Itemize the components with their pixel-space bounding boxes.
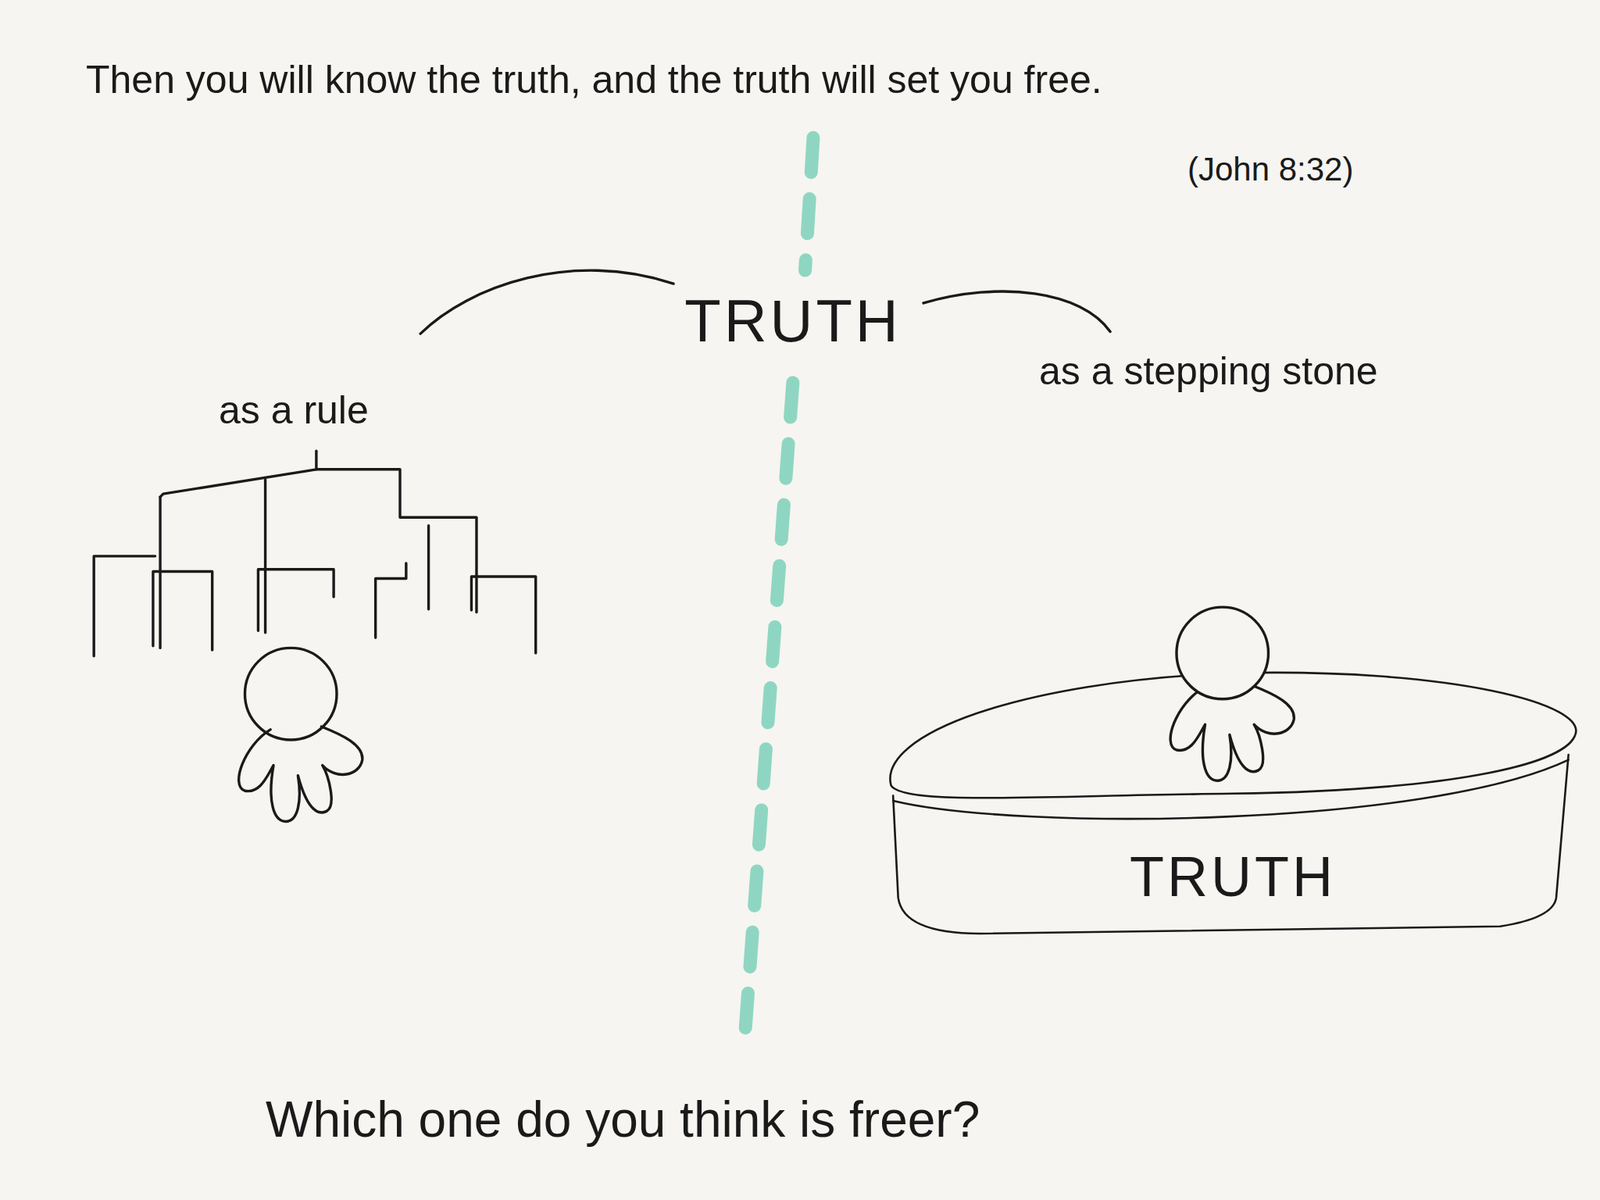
divider-line: [744, 137, 814, 1036]
branch-label: as a stepping stone: [1039, 347, 1379, 395]
leader-curve: [420, 270, 674, 334]
branch-label: as a rule: [218, 386, 369, 434]
quote-title: Then you will know the truth, and the tr…: [85, 56, 1103, 104]
stone-cylinder: TRUTH: [885, 667, 1580, 944]
rule-tree: [93, 450, 536, 657]
stone-label: TRUTH: [1129, 846, 1336, 908]
citation: (John 8:32): [1187, 150, 1354, 190]
question-caption: Which one do you think is freer?: [265, 1089, 980, 1150]
truth-heading: TRUTH: [684, 285, 902, 357]
person-figure: [239, 647, 363, 822]
leader-curve: [923, 291, 1111, 332]
